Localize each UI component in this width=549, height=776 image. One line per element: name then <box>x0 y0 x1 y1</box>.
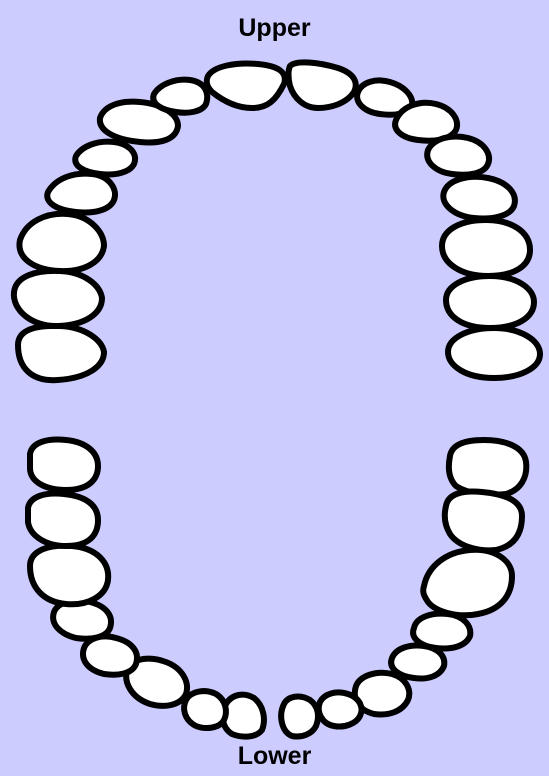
lower-tooth-28[interactable] <box>83 636 137 674</box>
lower-tooth-19[interactable] <box>423 550 512 615</box>
upper-arch <box>14 62 540 380</box>
upper-tooth-1[interactable] <box>18 326 104 380</box>
upper-tooth-12[interactable] <box>427 137 489 175</box>
lower-tooth-17[interactable] <box>449 440 526 495</box>
lower-tooth-32[interactable] <box>30 440 98 490</box>
upper-tooth-3[interactable] <box>19 214 104 271</box>
upper-tooth-14[interactable] <box>442 220 530 276</box>
upper-tooth-2[interactable] <box>14 271 102 326</box>
lower-tooth-18[interactable] <box>445 492 522 551</box>
upper-tooth-7[interactable] <box>153 80 207 113</box>
lower-tooth-25[interactable] <box>223 695 264 737</box>
lower-tooth-30[interactable] <box>30 546 108 605</box>
lower-tooth-24[interactable] <box>281 697 318 737</box>
upper-tooth-13[interactable] <box>443 177 515 219</box>
lower-tooth-21[interactable] <box>391 646 444 679</box>
lower-arch <box>28 440 526 737</box>
lower-tooth-26[interactable] <box>184 691 226 728</box>
lower-tooth-23[interactable] <box>319 692 362 726</box>
upper-tooth-5[interactable] <box>75 142 135 175</box>
upper-tooth-4[interactable] <box>47 174 115 213</box>
upper-tooth-16[interactable] <box>448 328 540 378</box>
upper-tooth-9[interactable] <box>289 62 356 108</box>
upper-tooth-15[interactable] <box>446 276 534 328</box>
upper-tooth-8[interactable] <box>207 64 285 109</box>
lower-tooth-31[interactable] <box>28 494 98 546</box>
lower-arch-label: Lower <box>0 742 549 771</box>
